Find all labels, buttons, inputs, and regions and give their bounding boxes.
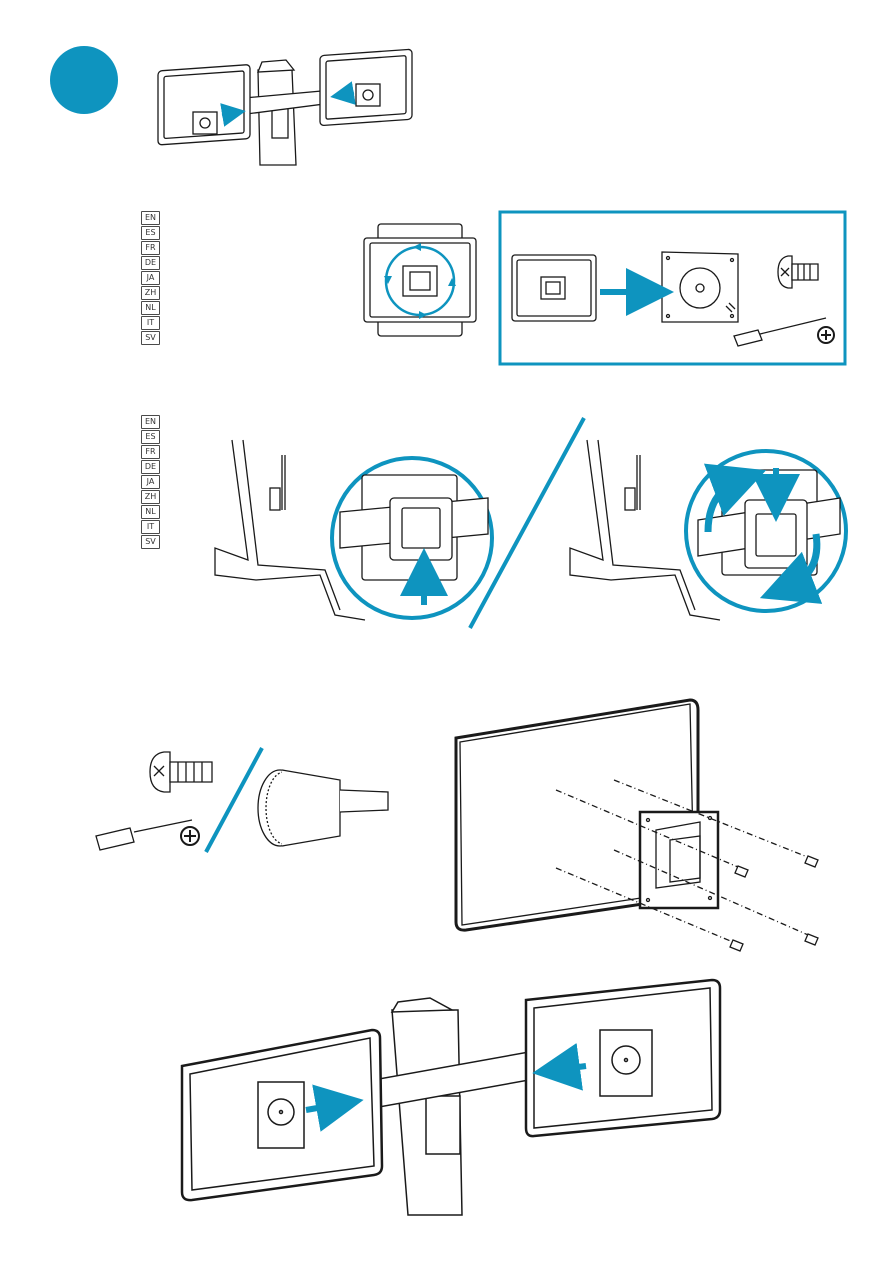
overview-dual-monitor-large (182, 980, 720, 1215)
adapter-plate-install (512, 252, 826, 346)
overview-dual-monitor-small (158, 49, 412, 165)
divider-slash (206, 748, 262, 852)
monitor-rotation-diagram (364, 224, 476, 336)
arrow-left-icon (342, 93, 354, 95)
plus-circle-icon (181, 827, 199, 845)
knob-tool (258, 770, 388, 846)
arrow-left-icon (556, 1066, 586, 1070)
detail-magnifier-left (332, 458, 492, 618)
plus-circle-icon (818, 327, 834, 343)
arrow-right-icon (222, 113, 234, 115)
monitor-back-vesa (456, 700, 818, 951)
